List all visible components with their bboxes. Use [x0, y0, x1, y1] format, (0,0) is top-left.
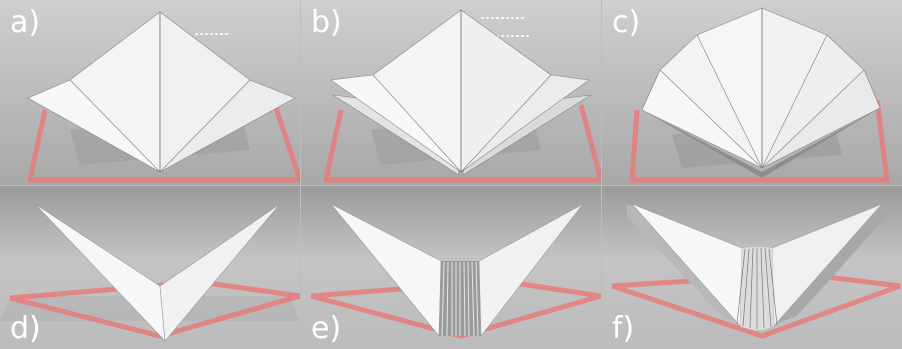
- panel-d-scene: [0, 186, 300, 349]
- panel-b-scene: [301, 0, 601, 185]
- panel-c: c): [602, 0, 902, 185]
- panel-label: a): [10, 5, 41, 40]
- panel-a-scene: [0, 0, 300, 185]
- panel-d: d): [0, 186, 300, 349]
- panel-a: a): [0, 0, 300, 185]
- panel-e-scene: [301, 186, 601, 349]
- panel-e: e): [301, 186, 601, 349]
- panel-f: f): [602, 186, 902, 349]
- panel-label: b): [311, 5, 342, 40]
- panel-b: b): [301, 0, 601, 185]
- panel-label: c): [612, 5, 641, 40]
- panel-label: d): [10, 311, 41, 346]
- panel-label: e): [311, 311, 342, 346]
- panel-f-scene: [602, 186, 902, 349]
- panel-label: f): [612, 311, 635, 346]
- panel-c-scene: [602, 0, 902, 185]
